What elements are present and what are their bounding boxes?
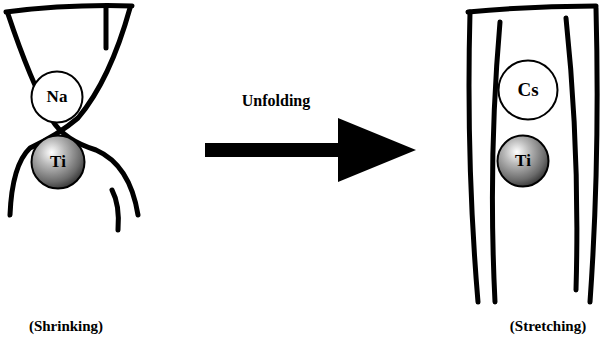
process-label: Unfolding [242, 92, 310, 110]
atom-sphere: Ti [30, 134, 86, 190]
unfolding-arrow [205, 118, 416, 182]
stretched-chain [468, 6, 597, 302]
element-symbol: Cs [517, 79, 538, 101]
element-symbol: Na [47, 87, 68, 107]
folded-chain [6, 6, 138, 230]
state-label: (Stretching) [510, 318, 586, 335]
element-symbol: Ti [515, 151, 531, 171]
atom-sphere: Ti [496, 134, 550, 188]
state-label: (Shrinking) [29, 318, 103, 335]
element-symbol: Ti [50, 152, 66, 172]
atom-circle: Na [30, 70, 84, 124]
atom-circle: Cs [497, 59, 559, 121]
